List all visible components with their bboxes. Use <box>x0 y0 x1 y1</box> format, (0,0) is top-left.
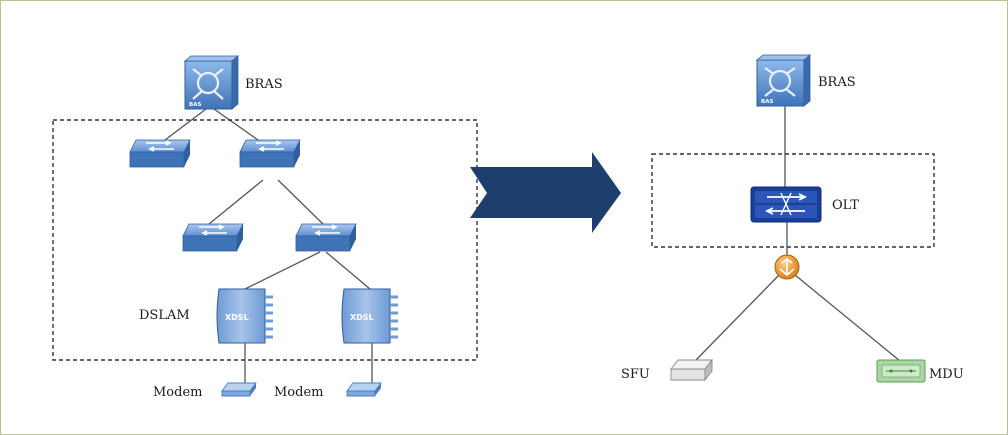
bras-right-icon: BAS <box>755 54 812 107</box>
transition-arrow-icon <box>470 152 621 233</box>
dslam-2-icon: XDSL <box>341 288 398 344</box>
left-access-network-box <box>52 119 478 361</box>
link-switch-d-dslam-1 <box>244 251 321 290</box>
modem-2-label: Modem <box>274 385 323 400</box>
link-bras-switch-a <box>164 108 207 141</box>
dslam-1-badge: XDSL <box>225 313 249 322</box>
dslam-1-icon: XDSL <box>216 288 273 344</box>
right-olt-box <box>651 153 935 248</box>
right-links <box>695 105 901 362</box>
switch-d-icon <box>295 223 357 252</box>
modem-2-icon <box>346 382 382 397</box>
left-links <box>164 108 373 386</box>
olt-label: OLT <box>832 198 859 213</box>
dslam-2-badge: XDSL <box>350 313 374 322</box>
switch-c-icon <box>182 223 244 252</box>
bras-right-label: BRAS <box>818 75 856 90</box>
link-switch-b-switch-d <box>277 179 324 225</box>
bras-right-badge: BAS <box>761 99 773 105</box>
dslam-label: DSLAM <box>139 308 190 323</box>
bras-left-icon: BAS <box>183 55 240 110</box>
link-splitter-mdu <box>794 274 901 362</box>
modem-1-label: Modem <box>153 385 202 400</box>
bras-left-label: BRAS <box>245 77 283 92</box>
switch-a-icon <box>129 139 191 168</box>
bras-left-badge: BAS <box>189 102 201 108</box>
mdu-label: MDU <box>929 367 964 382</box>
link-switch-d-dslam-2 <box>325 251 371 290</box>
switch-b-icon <box>239 139 301 168</box>
sfu-label: SFU <box>621 367 650 382</box>
sfu-icon <box>670 358 713 382</box>
olt-icon <box>750 186 822 223</box>
splitter-icon <box>774 254 800 280</box>
modem-1-icon <box>221 382 257 397</box>
link-bras-switch-b <box>213 108 259 141</box>
link-splitter-sfu <box>695 274 780 361</box>
mdu-icon <box>876 359 926 383</box>
link-switch-b-switch-c <box>208 179 264 225</box>
